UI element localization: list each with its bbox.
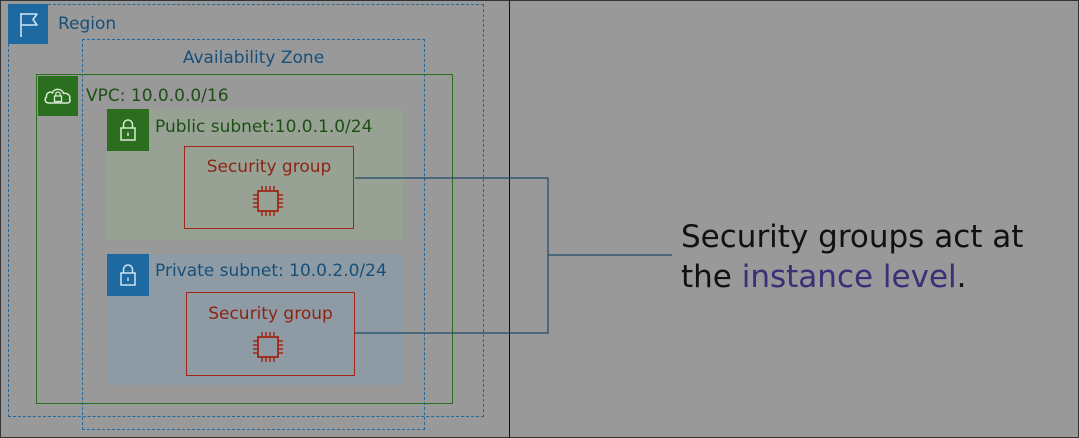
caption-line-2-prefix: the [681, 259, 742, 295]
chip-icon [250, 329, 286, 365]
vpc-label: VPC: 10.0.0.0/16 [86, 86, 229, 106]
private-subnet [107, 254, 403, 385]
region-boundary [8, 4, 484, 417]
lock-icon [107, 254, 149, 296]
caption-line-2: the instance level. [681, 257, 1023, 297]
availability-zone-label: Availability Zone [182, 48, 325, 68]
caption-line-2-suffix: . [956, 259, 967, 295]
caption-line-1: Security groups act at [681, 219, 1024, 255]
bracket-connector [355, 177, 549, 334]
caption: Security groups act at the instance leve… [681, 217, 1023, 297]
private-subnet-label: Private subnet: 10.0.2.0/24 [155, 261, 387, 281]
public-subnet-label: Public subnet:10.0.1.0/24 [155, 117, 373, 137]
security-group-label: Security group [208, 304, 333, 324]
availability-zone-boundary [82, 39, 425, 430]
slide-divider [509, 0, 510, 438]
caption-highlight: instance level [741, 259, 957, 295]
lock-icon [107, 109, 149, 151]
chip-icon [250, 183, 286, 219]
flag-icon [8, 4, 48, 44]
cloud-lock-icon [38, 76, 78, 116]
security-group-public [184, 146, 354, 229]
vpc-boundary [36, 74, 453, 404]
security-group-private [186, 292, 355, 376]
region-label: Region [58, 14, 117, 34]
security-group-label: Security group [206, 157, 332, 177]
